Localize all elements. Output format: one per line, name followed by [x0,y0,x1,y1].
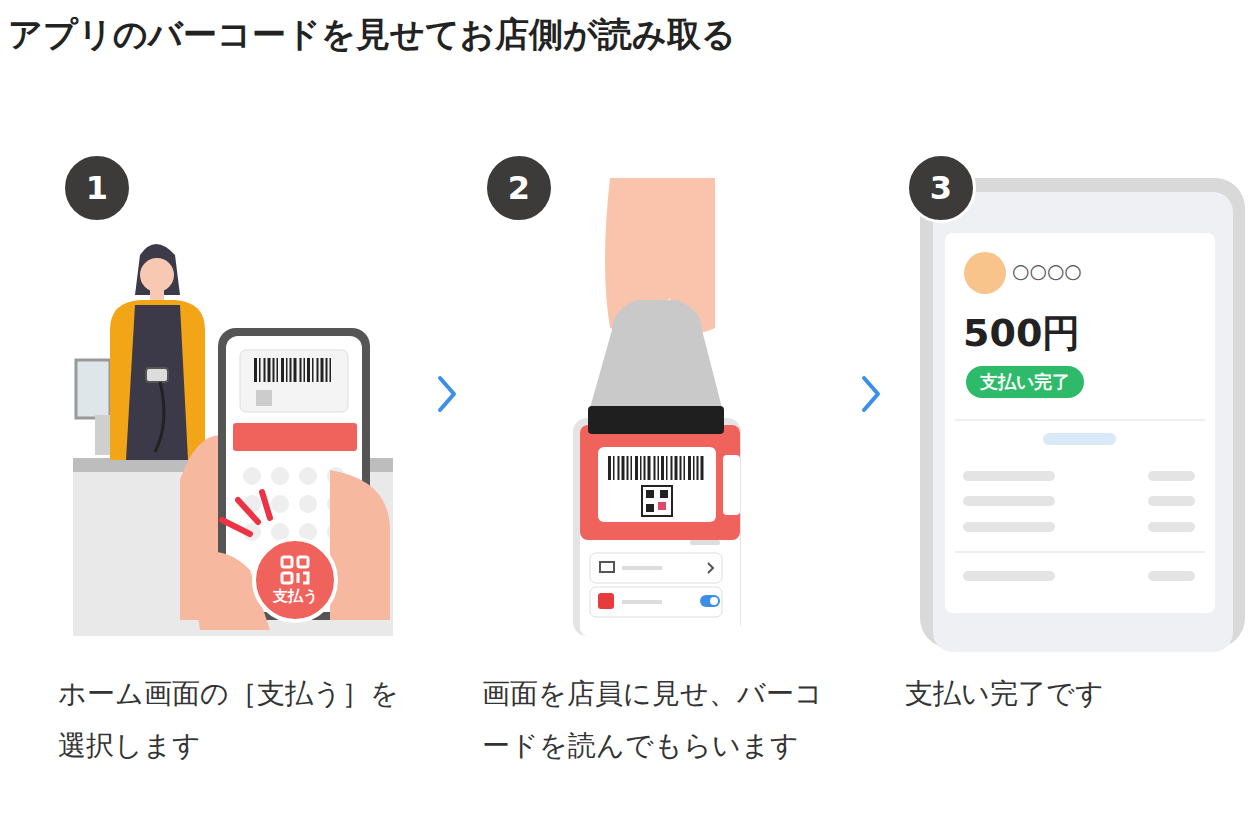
step-circle: 1 [62,153,132,223]
step-caption: 支払い完了です [905,668,1235,720]
step-circle: 2 [484,153,554,223]
step-caption: ホーム画面の［支払う］を選択します [58,668,403,772]
amount: 500円 [963,308,1080,359]
scanner-scene [573,178,741,636]
cashier-scene [73,244,393,636]
qr-icon [280,555,310,585]
next-chevron [864,378,878,410]
status-badge-text: 支払い完了 [980,370,1070,394]
step-number: 2 [508,169,530,207]
pay-button: 支払う [252,537,338,623]
button-label: 支払う [273,587,318,606]
phone-result [920,178,1245,652]
step-circle: 3 [906,153,976,223]
page-title: アプリのバーコードを見せてお店側が読み取る [8,12,736,58]
merchant-name: ○○○○ [1012,259,1082,283]
step-number: 1 [86,169,108,207]
next-chevron [440,378,454,410]
status-badge: 支払い完了 [966,366,1084,398]
step-number: 3 [930,169,952,207]
step-caption: 画面を店員に見せ、バーコードを読んでもらいます [482,668,832,772]
